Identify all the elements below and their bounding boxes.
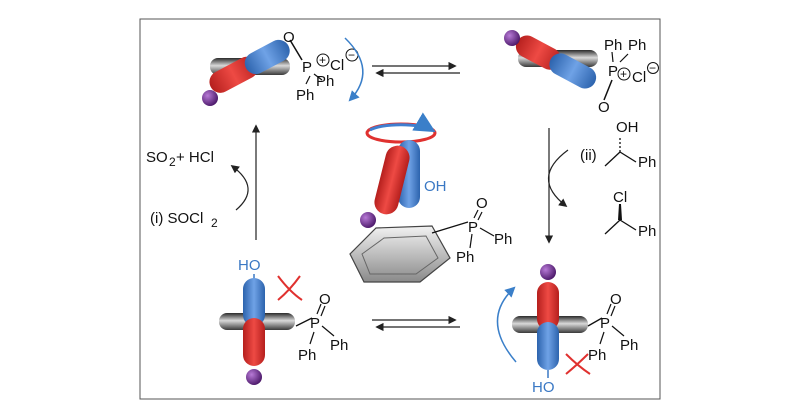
steric-clash-icon (277, 275, 303, 301)
purple-sphere (360, 212, 376, 228)
chloride-product: Cl Ph (604, 189, 656, 240)
chloride: Cl (632, 69, 646, 86)
phenyl-label: Ph (638, 154, 656, 171)
hydroxyl-label: OH (424, 178, 447, 195)
phenyl-label: Ph (316, 73, 334, 90)
equilibrium-arrow-bottom (372, 315, 460, 332)
phenyl-label: Ph (456, 249, 474, 266)
phenyl-label: Ph (620, 337, 638, 354)
purple-sphere (504, 30, 520, 46)
phenyl-label: Ph (330, 337, 348, 354)
purple-sphere (246, 369, 262, 385)
atom-o: O (283, 29, 295, 46)
charge-plus: + (620, 67, 627, 81)
right-reaction-arrow (544, 128, 569, 244)
rotation-arrow (496, 286, 517, 363)
rotor-center: OH P O Ph Ph (349, 112, 512, 283)
step-ii-label: (ii) (580, 147, 597, 164)
atom-p: P (468, 219, 478, 236)
charge-plus: + (319, 53, 326, 67)
step-i-subscript: 2 (211, 216, 218, 230)
atom-p: P (302, 59, 312, 76)
phenyl-label: Ph (298, 347, 316, 364)
rotor-top-left: O P + Cl − Ph Ph (202, 29, 364, 106)
atom-o: O (598, 99, 610, 116)
atom-p: P (608, 63, 618, 80)
charge-minus: − (649, 61, 656, 75)
phenyl-label: Ph (604, 37, 622, 54)
phenyl-label: Ph (628, 37, 646, 54)
charge-minus: − (348, 48, 355, 62)
phenyl-label: Ph (296, 87, 314, 104)
chloride-cl: Cl (613, 189, 627, 206)
hydroxyl-label: HO (238, 257, 261, 274)
chloride: Cl (330, 57, 344, 74)
alcohol-substrate: OH Ph (604, 119, 656, 171)
atom-p: P (310, 315, 320, 332)
rotation-arrow (344, 37, 364, 102)
alcohol-oh: OH (616, 119, 639, 136)
hydroxyl-label: HO (532, 379, 555, 396)
byproduct-so2-subscript: 2 (169, 155, 176, 169)
rotor-bottom-right: HO P O Ph Ph (496, 264, 638, 396)
step-i-reagent: (i) SOCl (150, 210, 203, 227)
purple-sphere (540, 264, 556, 280)
steric-clash-icon (565, 353, 591, 375)
byproduct-hcl: + HCl (176, 149, 214, 166)
phenyl-label: Ph (494, 231, 512, 248)
left-reaction-arrow (230, 124, 261, 240)
byproduct-so2: SO (146, 149, 168, 166)
atom-o: O (319, 291, 331, 308)
atom-o: O (476, 195, 488, 212)
phenyl-label: Ph (588, 347, 606, 364)
atom-o: O (610, 291, 622, 308)
rotor-bottom-left: HO P O Ph Ph (219, 257, 348, 385)
phenyl-label: Ph (638, 223, 656, 240)
equilibrium-arrow-top (372, 61, 460, 78)
atom-p: P (600, 315, 610, 332)
purple-sphere (202, 90, 218, 106)
rotor-top-right: O P Ph Ph + Cl − (504, 30, 659, 116)
